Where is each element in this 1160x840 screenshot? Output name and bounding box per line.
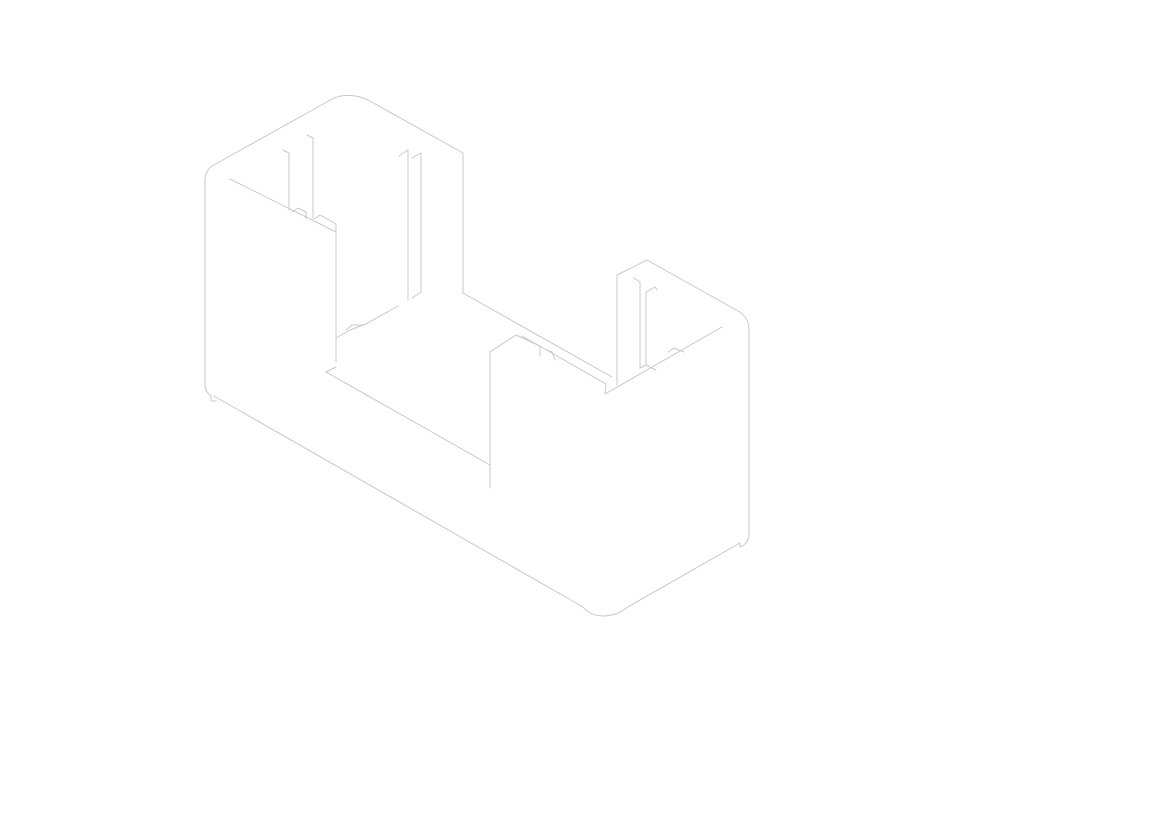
right-slot-post-a — [633, 277, 641, 369]
base-front-foot — [582, 606, 627, 617]
left-slot-notch — [291, 207, 337, 225]
left-end-top-rim — [211, 94, 464, 167]
base-left-foot — [210, 395, 217, 402]
left-slot-post-a — [282, 149, 290, 211]
right-end-top-rim — [616, 259, 750, 548]
base-right-edge — [625, 542, 741, 609]
left-front-step — [335, 305, 399, 339]
left-front-notch — [345, 324, 363, 331]
channel-front-lip — [325, 366, 337, 373]
part-edges — [204, 94, 750, 617]
right-inner-ledge — [521, 335, 607, 395]
right-end-inner-edge — [604, 326, 723, 395]
channel-back-floor-edge — [462, 292, 613, 378]
right-front-top — [489, 334, 541, 353]
left-back-post-a — [398, 149, 409, 301]
left-end-outer-corner — [204, 165, 213, 397]
right-slot-notch — [639, 347, 685, 371]
left-slot-post-b — [306, 134, 314, 219]
right-slot-post-b — [645, 286, 658, 293]
left-back-post-b — [411, 152, 422, 299]
channel-front-floor-edge — [325, 371, 491, 466]
left-inner-edge-top — [229, 178, 337, 233]
base-front-edge — [213, 395, 584, 608]
